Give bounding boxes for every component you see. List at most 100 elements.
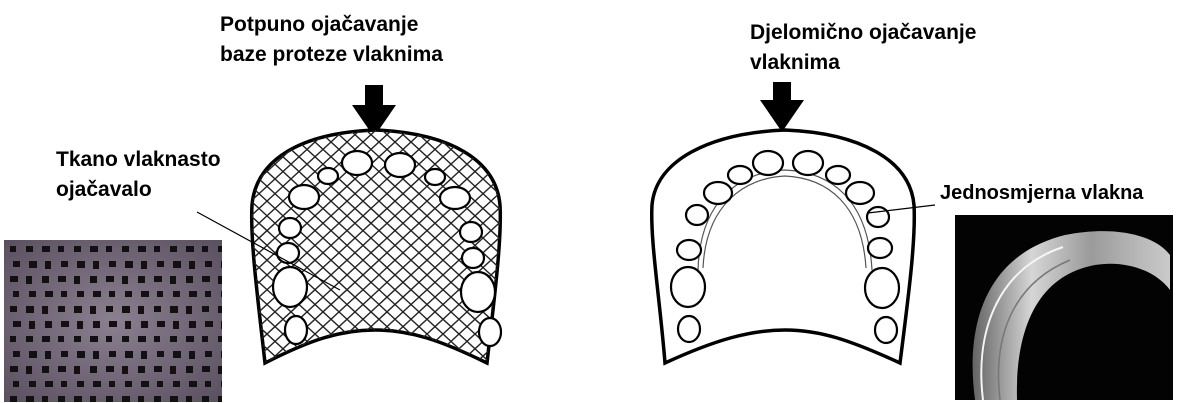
mesh-hole [186, 276, 193, 283]
mesh-hole [173, 381, 180, 387]
mesh-hole [141, 261, 147, 269]
mesh-hole [106, 336, 112, 342]
mesh-hole [13, 261, 20, 267]
mesh-hole [205, 351, 212, 357]
unidirectional-fiber-photo-image [955, 215, 1173, 400]
mesh-hole [74, 366, 80, 374]
mesh-hole [93, 291, 101, 297]
mesh-hole [202, 246, 208, 252]
mesh-hole [90, 366, 97, 373]
mesh-hole [205, 321, 213, 327]
down-arrow-icon [760, 82, 804, 132]
mesh-hole [189, 261, 195, 269]
mesh-hole [90, 306, 96, 314]
mesh-hole [29, 291, 36, 297]
mesh-hole [42, 276, 49, 283]
mesh-hole [77, 261, 85, 268]
mesh-hole [13, 351, 20, 357]
mesh-hole [125, 291, 132, 297]
mesh-hole [202, 276, 210, 282]
mesh-hole [58, 336, 64, 342]
mesh-hole [122, 366, 128, 374]
mesh-hole [90, 336, 98, 342]
mesh-hole [26, 246, 33, 252]
mesh-hole [189, 381, 197, 387]
mesh-hole [218, 336, 222, 342]
mesh-hole [106, 246, 112, 252]
mesh-hole [125, 351, 133, 358]
mesh-hole [58, 276, 66, 282]
mesh-hole [106, 306, 113, 312]
mesh-hole [154, 336, 160, 342]
mesh-hole [154, 396, 161, 402]
mesh-hole [205, 291, 211, 297]
mesh-hole [45, 351, 51, 359]
mesh-hole [58, 396, 65, 402]
mesh-hole [170, 396, 178, 402]
mesh-hole [77, 321, 83, 329]
mesh-hole [122, 396, 130, 402]
mesh-hole [74, 276, 80, 284]
mesh-hole [93, 261, 99, 269]
mesh-hole [106, 396, 113, 402]
mesh-hole [77, 351, 85, 358]
mesh-hole [93, 351, 99, 359]
mesh-hole [138, 246, 146, 252]
mesh-hole [154, 366, 162, 372]
mesh-hole [125, 381, 132, 387]
mesh-hole [154, 306, 161, 312]
mesh-hole [221, 351, 222, 358]
mesh-hole [74, 396, 82, 402]
mesh-hole [170, 366, 176, 374]
mesh-hole [29, 381, 36, 387]
mesh-hole [173, 261, 181, 268]
mesh-hole [10, 396, 17, 402]
mesh-hole [205, 381, 211, 387]
mesh-hole [170, 336, 177, 342]
mesh-hole [10, 276, 18, 282]
mesh-hole [141, 381, 149, 387]
mesh-hole [109, 291, 115, 297]
mesh-hole [141, 291, 149, 297]
mesh-hole [157, 261, 164, 267]
mesh-hole [138, 276, 145, 283]
mesh-hole [189, 351, 195, 359]
mesh-hole [29, 261, 37, 268]
mesh-hole [170, 276, 176, 284]
mesh-hole [26, 366, 32, 374]
mesh-hole [10, 246, 16, 252]
mesh-hole [13, 381, 19, 387]
mesh-hole [77, 381, 84, 387]
mesh-hole [26, 306, 34, 313]
mesh-hole [74, 246, 81, 252]
mesh-hole [173, 321, 179, 329]
mesh-hole [221, 381, 222, 387]
mesh-hole [221, 291, 222, 297]
mesh-hole [90, 246, 98, 252]
mesh-hole [42, 366, 49, 373]
mesh-hole [189, 291, 197, 297]
mesh-hole [109, 351, 116, 357]
mesh-hole [202, 366, 210, 372]
mesh-hole [58, 366, 66, 372]
mesh-hole [221, 261, 222, 268]
mesh-hole [93, 381, 101, 387]
mesh-hole [13, 291, 19, 297]
mesh-hole [93, 321, 100, 328]
mesh-hole [173, 351, 181, 358]
mesh-hole [61, 291, 67, 297]
mesh-hole [45, 381, 53, 387]
mesh-hole [42, 246, 50, 252]
mesh-hole [10, 306, 17, 312]
unidirectional-fiber-photo [955, 215, 1173, 400]
mesh-hole [58, 246, 64, 252]
mesh-hole [186, 246, 194, 252]
mesh-hole [138, 336, 146, 342]
mesh-hole [157, 351, 164, 357]
mesh-hole [122, 306, 130, 313]
mesh-hole [26, 396, 34, 402]
mesh-hole [45, 291, 53, 297]
mesh-hole [218, 276, 222, 284]
mesh-hole [90, 276, 97, 283]
mesh-hole [109, 261, 116, 267]
